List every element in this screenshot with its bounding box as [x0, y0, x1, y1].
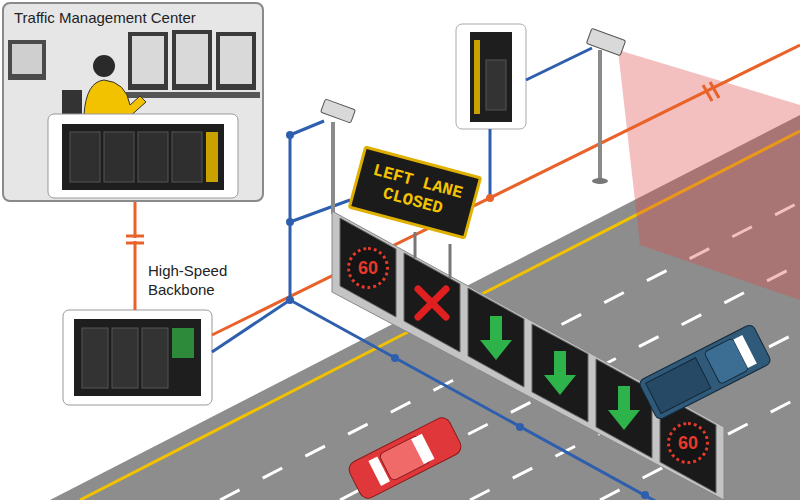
junction-dot — [286, 131, 294, 139]
gantry-frame — [332, 211, 724, 500]
field-switch-inset — [74, 319, 201, 396]
break-gap — [133, 238, 137, 241]
control-center-panel — [172, 30, 212, 90]
lane-signal-box — [404, 253, 460, 352]
camera-pole — [331, 122, 335, 214]
control-center-panel — [2, 2, 264, 202]
control-center-panel: Traffic Management Center — [2, 2, 264, 202]
network-wire — [526, 48, 592, 80]
network-wire — [489, 129, 492, 198]
control-center-panel — [176, 34, 208, 84]
detection-beam — [618, 50, 800, 300]
network-wire — [212, 300, 290, 352]
lane-signal-box — [468, 288, 524, 387]
control-center-panel — [2, 2, 264, 202]
control-center-panel — [93, 55, 115, 77]
junction-dot — [286, 131, 649, 499]
lane-signal-box — [340, 218, 716, 493]
break-gap — [133, 238, 137, 241]
field-switch-inset — [172, 328, 194, 358]
device-inset — [486, 60, 506, 110]
field-switch-inset — [63, 310, 212, 405]
switch-inset — [206, 132, 218, 182]
control-center-panel — [220, 36, 252, 84]
network-wire — [289, 135, 292, 300]
red-car — [368, 456, 390, 485]
switch-inset — [48, 114, 238, 198]
speed-sign: 60 — [667, 422, 709, 464]
lane-signal-box — [532, 324, 588, 422]
junction-dot — [516, 423, 524, 431]
lane-closed-x — [418, 289, 446, 317]
camera-pole — [592, 178, 608, 184]
backbone-wire — [703, 85, 712, 101]
camera-pole — [321, 99, 356, 123]
camera-pole — [586, 28, 625, 55]
junction-dot — [486, 194, 494, 202]
panel-title: Traffic Management Center — [12, 9, 198, 26]
red-car — [411, 434, 434, 464]
backbone-wire — [126, 235, 144, 238]
control-center-panel — [12, 44, 42, 74]
pickup-truck — [638, 323, 772, 420]
lane-closed-x — [418, 289, 446, 317]
control-center-panel — [8, 40, 46, 80]
pickup-truck — [638, 323, 772, 420]
control-center-panel — [128, 32, 168, 90]
pickup-truck — [733, 335, 756, 368]
switch-inset — [48, 114, 238, 198]
backbone-wire — [134, 202, 137, 310]
device-inset — [456, 24, 526, 129]
switch-inset — [172, 132, 202, 182]
field-switch-inset — [142, 328, 168, 388]
lane-closed-x — [418, 289, 446, 317]
lane-open-arrow — [544, 351, 576, 395]
junction-dot — [486, 194, 494, 202]
red-car — [346, 415, 464, 500]
device-inset — [470, 32, 512, 122]
lane-signal-box — [340, 218, 396, 317]
junction-dot — [286, 296, 294, 304]
gantry-frame — [414, 232, 417, 258]
network-label: High-Speed Backbone — [148, 262, 258, 300]
lane-open-arrow — [608, 386, 640, 430]
control-center-panel — [216, 32, 256, 90]
switch-inset — [104, 132, 134, 182]
junction-dot — [391, 354, 399, 362]
detection-beam — [618, 50, 800, 300]
control-center-panel — [132, 36, 164, 84]
gantry-frame — [332, 211, 724, 500]
backbone-wire — [710, 82, 719, 98]
device-inset — [456, 24, 526, 129]
junction-dot — [286, 218, 294, 226]
field-switch-inset — [63, 310, 212, 405]
control-center-panel — [84, 80, 146, 118]
gantry-frame — [449, 244, 452, 278]
message-sign: LEFT LANE CLOSED — [348, 145, 483, 239]
lane-open-arrow — [480, 316, 640, 430]
speed-sign: 60 — [347, 247, 389, 289]
pickup-truck — [646, 358, 711, 414]
switch-inset — [70, 132, 100, 182]
field-switch-inset — [112, 328, 138, 388]
red-car — [346, 415, 464, 500]
backbone-wire — [212, 45, 800, 335]
device-inset — [474, 40, 480, 114]
network-wire — [290, 121, 324, 135]
junction-dot — [641, 491, 649, 499]
switch-inset — [62, 124, 224, 190]
switch-inset — [138, 132, 168, 182]
network-wire — [212, 48, 764, 500]
backbone-wire — [126, 242, 144, 245]
camera-pole — [598, 50, 602, 180]
speed-limit: 60 — [358, 259, 378, 277]
lane-signal-box — [596, 359, 652, 458]
lane-open-arrow — [480, 316, 512, 360]
sign-message: LEFT LANE CLOSED — [361, 159, 468, 224]
speed-limit: 60 — [678, 434, 698, 452]
field-switch-inset — [82, 328, 108, 388]
